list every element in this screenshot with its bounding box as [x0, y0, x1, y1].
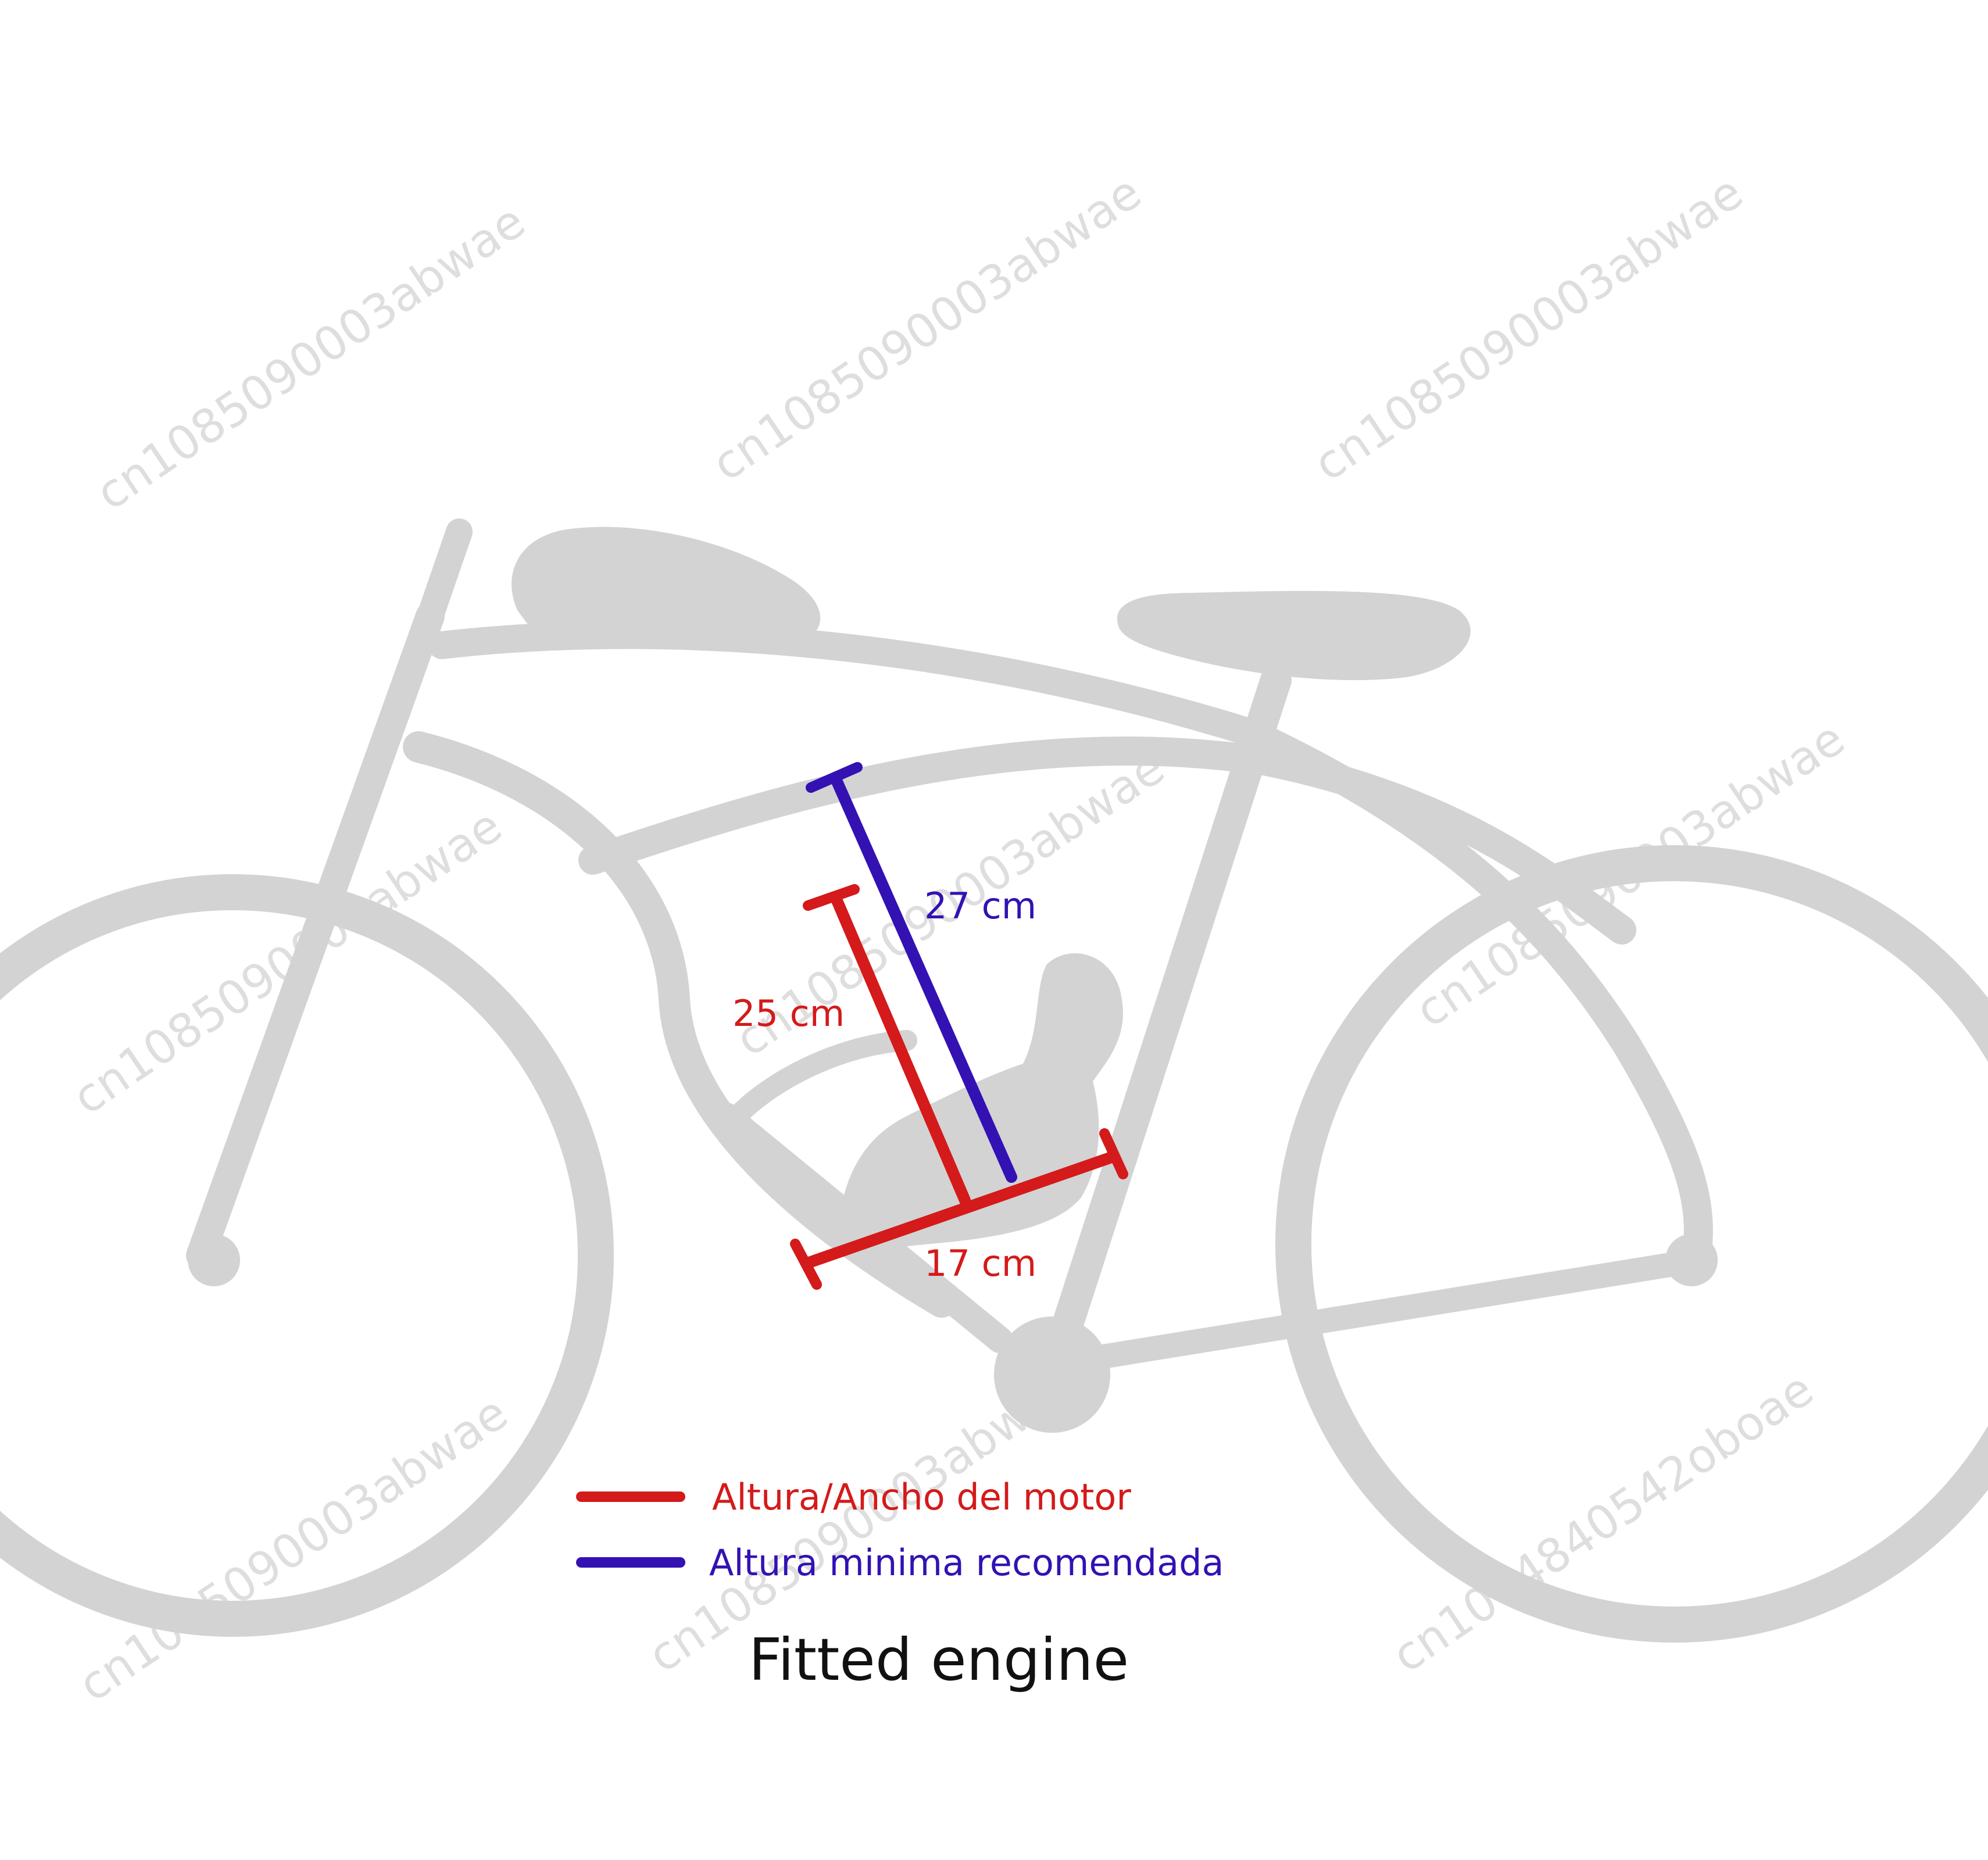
down-tube — [1042, 664, 1292, 1370]
lower-curve-tube — [722, 1030, 917, 1132]
saddle — [1117, 591, 1471, 681]
legend-engine-label: Altura/Ancho del motor — [712, 1476, 1131, 1518]
measurements — [790, 762, 1128, 1290]
engine-width-cap-left — [790, 1239, 822, 1290]
mid-tube — [578, 736, 1636, 945]
legend: Altura/Ancho del motor Altura minima rec… — [576, 1476, 1224, 1584]
engine-height-line — [830, 892, 971, 1206]
min-height-cap — [806, 762, 863, 793]
watermark: cn1085090003abwae — [87, 194, 535, 521]
engine-height-label: 25 cm — [732, 992, 845, 1035]
rear-hub — [188, 1234, 240, 1286]
engine-width-cap-right — [1099, 1128, 1128, 1179]
top-tube — [428, 621, 1264, 746]
legend-min-height-label: Altura minima recomendada — [709, 1541, 1224, 1584]
rear-wheel — [0, 874, 614, 1637]
bottom-bracket — [994, 1317, 1110, 1433]
engine-height-cap — [803, 884, 860, 911]
front-hub — [1665, 1234, 1718, 1286]
caption: Fitted engine — [749, 1626, 1129, 1694]
bottom-tube — [1069, 1249, 1704, 1372]
engine-width-label: 17 cm — [924, 1242, 1036, 1285]
bicycle-silhouette — [0, 518, 1988, 1643]
min-height-label: 27 cm — [924, 885, 1036, 927]
seat-stay — [186, 602, 445, 1270]
fuel-tank — [512, 527, 821, 650]
min-height-line — [829, 772, 1017, 1183]
watermark: cn1085090003abwae — [1304, 165, 1753, 492]
seat-tube — [417, 518, 473, 629]
engine-width-line — [803, 1151, 1119, 1268]
watermark: cn1085090003abwae — [703, 165, 1151, 492]
front-fork — [1235, 718, 1713, 1264]
front-wheel — [1275, 845, 1988, 1643]
upper-tube — [403, 731, 957, 1318]
